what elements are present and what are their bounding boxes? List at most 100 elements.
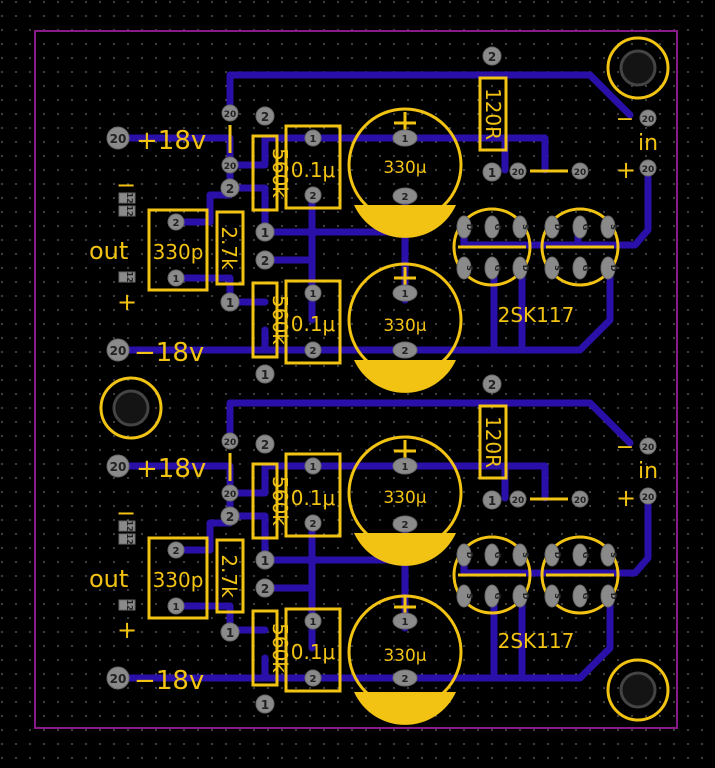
pad-out-minus[interactable] [118, 520, 136, 532]
pad-neg-supply[interactable] [106, 666, 130, 690]
pad-number: 1 [261, 698, 269, 712]
resistor-2-7k [215, 538, 245, 614]
pad[interactable] [167, 269, 185, 287]
pad-fet[interactable] [484, 215, 500, 239]
pad-jumper[interactable] [221, 432, 239, 450]
pad-fet[interactable] [572, 256, 588, 280]
pad[interactable] [255, 694, 275, 714]
pad-fet[interactable] [544, 584, 560, 608]
pad-out-plus[interactable] [118, 271, 136, 283]
pad-fet[interactable] [600, 543, 616, 567]
pad-jumper[interactable] [221, 104, 239, 122]
pad[interactable] [392, 187, 418, 205]
pad-letter: S [609, 224, 618, 230]
pad-out-minus[interactable] [118, 533, 136, 545]
pad-fet[interactable] [456, 584, 472, 608]
pad[interactable] [255, 106, 275, 126]
pad[interactable] [392, 457, 418, 475]
pad[interactable] [392, 515, 418, 533]
pad-neg-supply[interactable] [106, 338, 130, 362]
pad-letter: S [465, 265, 474, 271]
pad[interactable] [255, 222, 275, 242]
pad[interactable] [167, 541, 185, 559]
pad-fet[interactable] [600, 584, 616, 608]
fet-right [540, 535, 620, 615]
fet-left [452, 207, 532, 287]
pad-jumper[interactable] [571, 490, 589, 508]
pad-out-minus[interactable] [118, 192, 136, 204]
pad[interactable] [304, 669, 322, 687]
pad-fet[interactable] [600, 256, 616, 280]
pad-fet[interactable] [512, 215, 528, 239]
pad[interactable] [255, 250, 275, 270]
pad-fet[interactable] [456, 215, 472, 239]
pad-fet[interactable] [456, 256, 472, 280]
pad-pos-supply[interactable] [106, 126, 130, 150]
pad-fet[interactable] [544, 256, 560, 280]
pad[interactable] [304, 284, 322, 302]
pad-jumper[interactable] [509, 490, 527, 508]
pad[interactable] [392, 341, 418, 359]
mounting-hole [606, 658, 670, 722]
pad-jumper[interactable] [571, 162, 589, 180]
pad-number: 2 [310, 191, 317, 202]
pad[interactable] [255, 364, 275, 384]
pad[interactable] [255, 578, 275, 598]
pad-fet[interactable] [572, 543, 588, 567]
pad-fet[interactable] [512, 584, 528, 608]
pad-number: 20 [642, 115, 655, 125]
pad-number: 12 [125, 533, 134, 544]
capacitor-330u-bottom [347, 262, 463, 393]
pad-in-minus[interactable] [639, 437, 657, 455]
pad[interactable] [392, 284, 418, 302]
pad[interactable] [304, 457, 322, 475]
pad[interactable] [255, 434, 275, 454]
pad-fet[interactable] [512, 256, 528, 280]
pad-fet[interactable] [600, 215, 616, 239]
pad[interactable] [220, 178, 240, 198]
pad-out-plus[interactable] [118, 599, 136, 611]
pad[interactable] [304, 186, 322, 204]
pad[interactable] [304, 341, 322, 359]
fet-right [540, 207, 620, 287]
pad-fet[interactable] [572, 215, 588, 239]
pad-in-minus[interactable] [639, 109, 657, 127]
pad[interactable] [392, 612, 418, 630]
pad[interactable] [304, 129, 322, 147]
pad-number: 20 [224, 110, 237, 120]
pad-jumper[interactable] [221, 156, 239, 174]
pad[interactable] [220, 622, 240, 642]
pad[interactable] [220, 292, 240, 312]
pad[interactable] [482, 374, 502, 394]
mounting-hole [606, 36, 670, 100]
pad-fet[interactable] [456, 543, 472, 567]
pad-fet[interactable] [484, 256, 500, 280]
resistor-560k-top [251, 134, 279, 212]
out-minus-label: − [116, 171, 136, 199]
pad[interactable] [304, 612, 322, 630]
pad[interactable] [482, 490, 502, 510]
pad-in-plus[interactable] [639, 487, 657, 505]
pad[interactable] [482, 162, 502, 182]
pad[interactable] [255, 550, 275, 570]
pad-in-plus[interactable] [639, 159, 657, 177]
supply-neg-label: −18v [134, 666, 204, 696]
pad-pos-supply[interactable] [106, 454, 130, 478]
pad[interactable] [482, 46, 502, 66]
pad[interactable] [167, 597, 185, 615]
pad-out-minus[interactable] [118, 205, 136, 217]
pad-fet[interactable] [572, 584, 588, 608]
pad-jumper[interactable] [509, 162, 527, 180]
pad-fet[interactable] [544, 215, 560, 239]
pad[interactable] [392, 129, 418, 147]
pad[interactable] [392, 669, 418, 687]
pad[interactable] [304, 514, 322, 532]
pad[interactable] [220, 506, 240, 526]
pad[interactable] [167, 213, 185, 231]
pad-fet[interactable] [512, 543, 528, 567]
supply-pos-label: +18v [136, 454, 206, 484]
pad-jumper[interactable] [221, 484, 239, 502]
pad-fet[interactable] [484, 584, 500, 608]
pad-fet[interactable] [484, 543, 500, 567]
pad-fet[interactable] [544, 543, 560, 567]
